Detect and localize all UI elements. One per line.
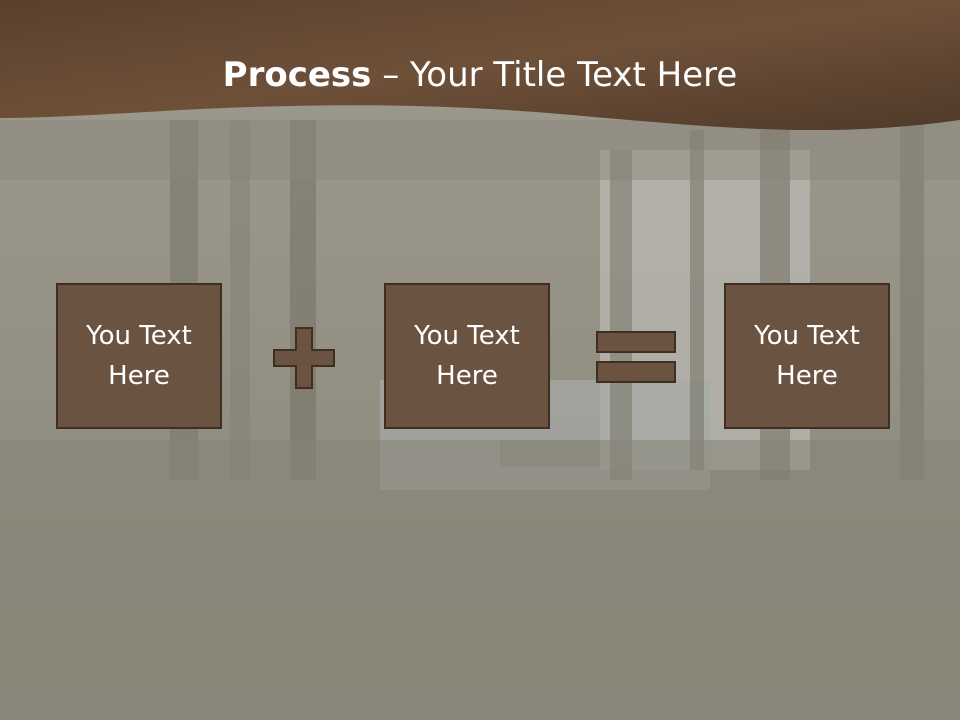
process-box-2: You Text Here xyxy=(384,283,550,429)
title-bold: Process xyxy=(222,55,372,95)
header-band xyxy=(0,0,960,131)
plus-icon xyxy=(273,327,335,389)
process-box-1: You Text Here xyxy=(56,283,222,429)
title-dash: – xyxy=(371,55,411,95)
process-box-3: You Text Here xyxy=(724,283,890,429)
slide-title: Process – Your Title Text Here xyxy=(0,52,960,98)
title-rest: Your Title Text Here xyxy=(410,55,738,95)
equals-icon xyxy=(596,331,676,383)
